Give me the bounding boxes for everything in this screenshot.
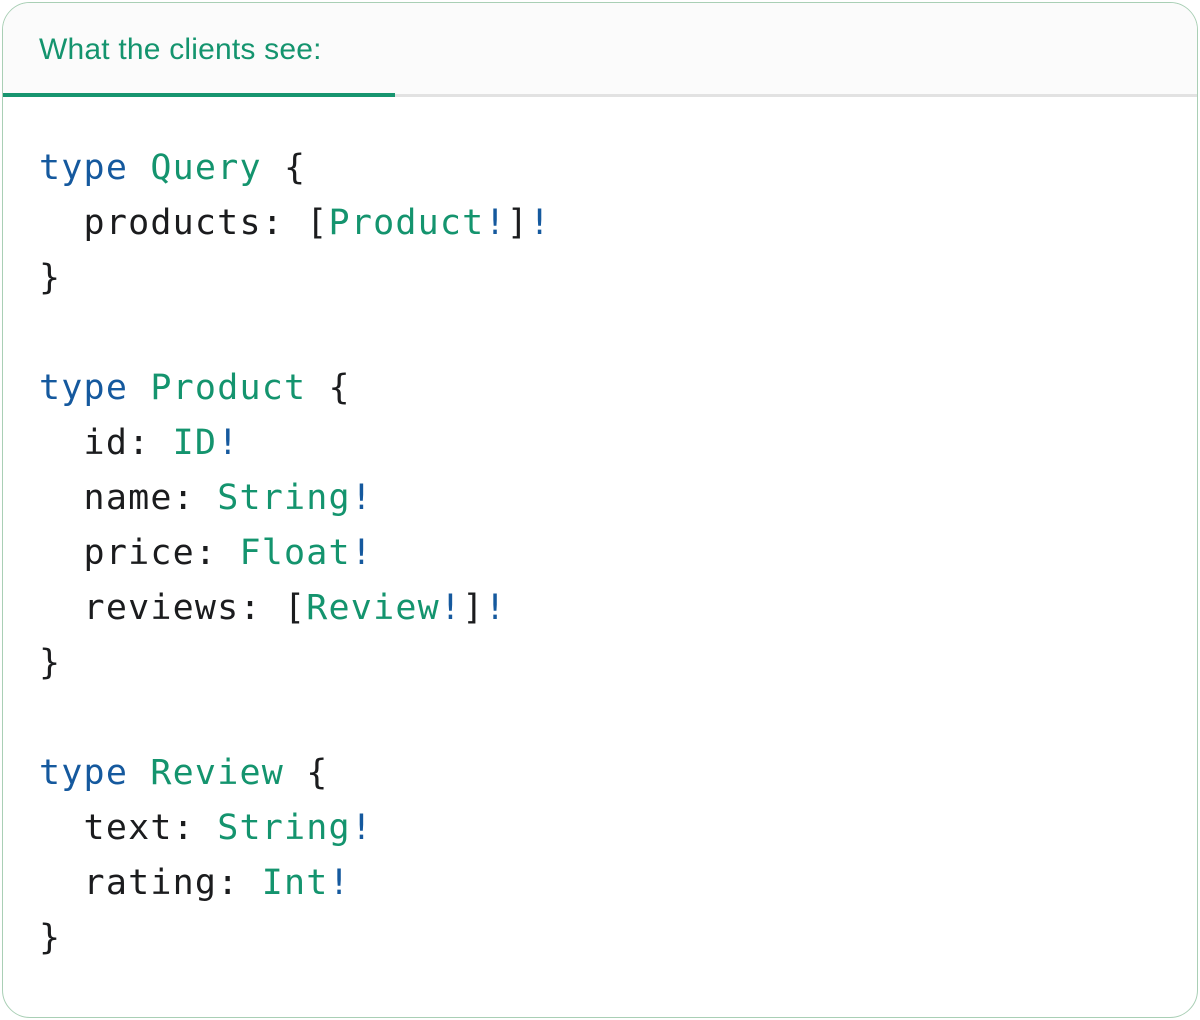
code-line: type Review { (39, 746, 1161, 801)
header-divider (3, 94, 1197, 97)
code-token-kw: type (39, 148, 129, 188)
code-token-ty: Int (261, 863, 329, 903)
code-token-pl: ] (506, 203, 530, 243)
code-token-ty: Review (150, 753, 285, 793)
code-line: rating: Int! (39, 856, 1161, 911)
tab-what-clients-see[interactable]: What the clients see: (3, 3, 395, 97)
code-token-kw: ! (484, 203, 507, 243)
code-token-kw: ! (328, 863, 351, 903)
code-token-ty: String (217, 478, 351, 518)
active-tab-indicator (3, 93, 395, 97)
code-line: price: Float! (39, 526, 1161, 581)
code-line: reviews: [Review!]! (39, 581, 1161, 636)
code-token-kw: ! (439, 588, 463, 628)
code-token-kw: ! (484, 588, 507, 628)
code-line: } (39, 911, 1161, 966)
code-token-pl: { (284, 753, 329, 793)
code-panel: type Query { products: [Product!]!}type … (3, 97, 1197, 966)
code-token-pl: { (261, 148, 307, 188)
code-token-pl (128, 148, 150, 188)
code-line: } (39, 636, 1161, 691)
code-token-pl: } (39, 643, 62, 683)
code-token-kw: ! (350, 478, 374, 518)
code-token-ty: Product (150, 368, 307, 408)
code-line: type Query { (39, 141, 1161, 196)
code-token-ty: Review (306, 588, 440, 628)
code-line: products: [Product!]! (39, 196, 1161, 251)
code-token-pl: products: [ (39, 203, 329, 243)
code-token-ty: ID (172, 423, 218, 463)
code-line: } (39, 251, 1161, 306)
code-token-pl: { (306, 368, 351, 408)
code-token-pl: name: (39, 478, 218, 518)
code-token-pl (128, 753, 150, 793)
code-token-pl: price: (39, 533, 240, 573)
code-token-kw: type (39, 753, 129, 793)
code-token-kw: type (39, 368, 129, 408)
code-token-pl: id: (39, 423, 173, 463)
graphql-schema-code: type Query { products: [Product!]!}type … (39, 141, 1161, 966)
code-token-pl: rating: (39, 863, 262, 903)
code-token-ty: String (217, 808, 351, 848)
code-token-pl: ] (462, 588, 485, 628)
code-token-ty: Product (328, 203, 485, 243)
code-token-kw: ! (350, 808, 374, 848)
code-token-ty: Query (150, 148, 262, 188)
code-line (39, 306, 1161, 361)
tab-label: What the clients see: (39, 33, 322, 66)
card-header: What the clients see: (3, 3, 1197, 97)
code-token-ty: Float (239, 533, 351, 573)
code-token-pl: } (39, 918, 62, 958)
code-token-kw: ! (350, 533, 374, 573)
code-line: id: ID! (39, 416, 1161, 471)
code-line: text: String! (39, 801, 1161, 856)
code-line: name: String! (39, 471, 1161, 526)
code-line: type Product { (39, 361, 1161, 416)
code-token-pl: } (39, 258, 62, 298)
code-token-pl: reviews: [ (39, 588, 307, 628)
code-token-kw: ! (217, 423, 240, 463)
code-token-pl: text: (39, 808, 218, 848)
code-token-pl (128, 368, 150, 408)
code-token-kw: ! (529, 203, 552, 243)
code-line (39, 691, 1161, 746)
